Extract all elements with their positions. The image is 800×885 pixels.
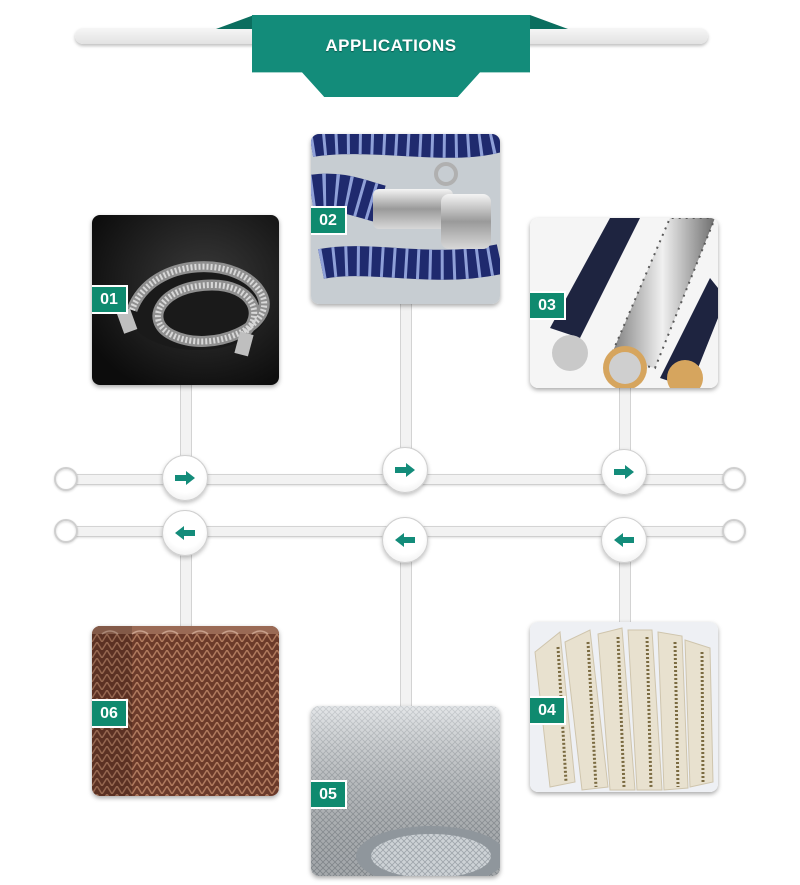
- application-card-01[interactable]: 01: [92, 215, 279, 385]
- arrow-right-icon: [614, 465, 634, 479]
- card-number-badge: 06: [92, 699, 128, 728]
- application-card-04[interactable]: 04: [530, 622, 718, 792]
- application-card-06[interactable]: 06: [92, 626, 279, 796]
- rail-end-bottom-right: [722, 519, 746, 543]
- flow-node-top-3: [601, 449, 647, 495]
- arrow-left-icon: [175, 526, 195, 540]
- flow-node-bottom-2: [382, 517, 428, 563]
- card-number-badge: 02: [311, 206, 347, 235]
- rail-end-top-right: [722, 467, 746, 491]
- application-card-02[interactable]: 02: [311, 134, 500, 304]
- flow-node-bottom-3: [601, 517, 647, 563]
- ribbon-fold-right: [530, 15, 568, 29]
- hose-coupling-image: [311, 134, 500, 304]
- connector-06: [180, 535, 192, 628]
- armored-cable-image: [530, 218, 718, 388]
- application-card-03[interactable]: 03: [530, 218, 718, 388]
- flow-node-top-1: [162, 455, 208, 501]
- arrow-left-icon: [614, 533, 634, 547]
- application-card-05[interactable]: 05: [311, 706, 500, 876]
- zippers-image: [530, 622, 718, 792]
- flow-node-bottom-1: [162, 510, 208, 556]
- arrow-right-icon: [175, 471, 195, 485]
- rail-end-top-left: [54, 467, 78, 491]
- connector-05: [400, 540, 412, 708]
- ribbon-fold-left: [216, 15, 254, 29]
- title-ribbon: [252, 15, 530, 97]
- connector-02: [400, 303, 412, 468]
- card-number-badge: 04: [530, 696, 566, 725]
- card-number-badge: 05: [311, 780, 347, 809]
- arrow-left-icon: [395, 533, 415, 547]
- card-number-badge: 03: [530, 291, 566, 320]
- arrow-right-icon: [395, 463, 415, 477]
- rail-end-bottom-left: [54, 519, 78, 543]
- page-title: APPLICATIONS: [325, 36, 457, 55]
- card-number-badge: 01: [92, 285, 128, 314]
- flow-node-top-2: [382, 447, 428, 493]
